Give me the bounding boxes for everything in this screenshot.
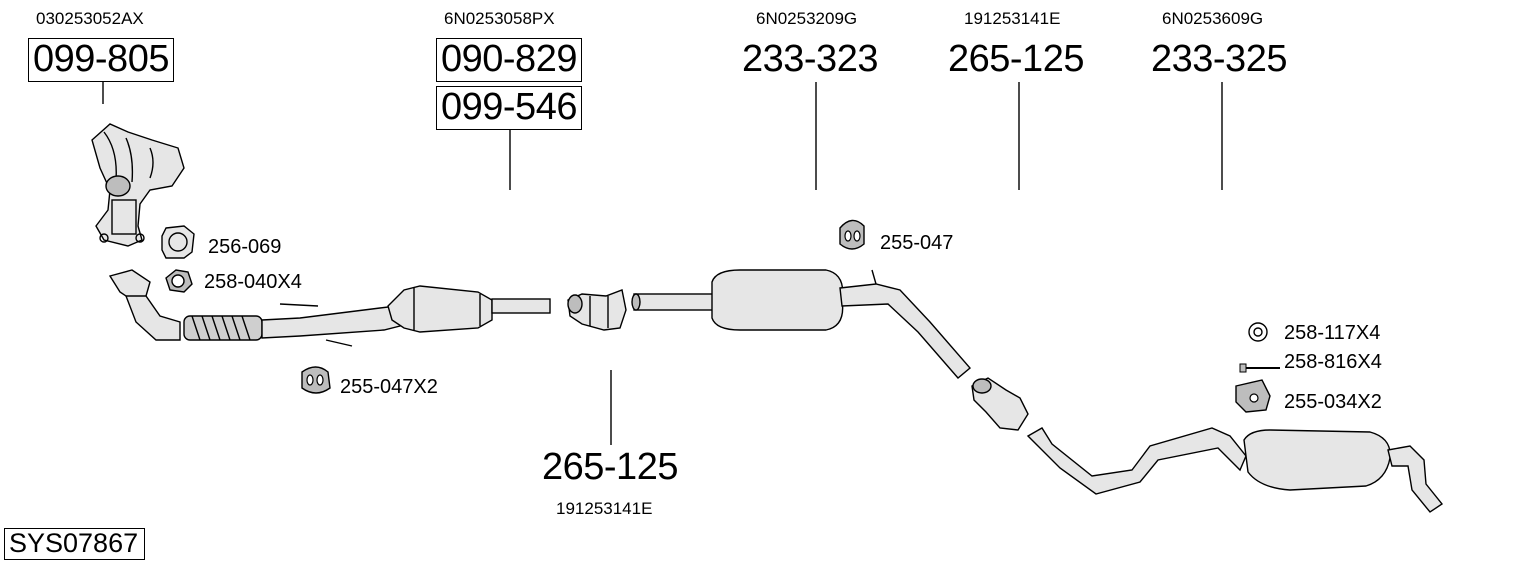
bolt-drawing bbox=[1239, 363, 1280, 373]
part-number-front-clamp[interactable]: 265-125 bbox=[542, 446, 678, 488]
oem-number-catalyst: 6N0253058PX bbox=[444, 9, 555, 28]
nut-drawing bbox=[165, 269, 193, 293]
front-mount-drawing bbox=[301, 366, 331, 394]
part-number-rear-silencer[interactable]: 233-325 bbox=[1151, 38, 1287, 80]
oem-number-middle-silencer: 6N0253209G bbox=[756, 9, 858, 28]
middle-silencer-drawing bbox=[631, 269, 971, 379]
catalytic-converter-drawing bbox=[387, 285, 551, 333]
mid-mount-drawing bbox=[839, 219, 865, 250]
accessory-mount-mid[interactable]: 255-047 bbox=[880, 232, 954, 254]
front-clamp-drawing bbox=[567, 289, 627, 331]
accessory-ring[interactable]: 258-117X4 bbox=[1284, 322, 1381, 344]
accessory-bracket[interactable]: 255-034X2 bbox=[1284, 391, 1382, 413]
part-number-rear-clamp[interactable]: 265-125 bbox=[948, 38, 1084, 80]
exhaust-manifold-drawing bbox=[91, 123, 185, 247]
accessory-mount-front[interactable]: 255-047X2 bbox=[340, 376, 438, 398]
accessory-nut[interactable]: 258-040X4 bbox=[204, 271, 302, 293]
part-number-catalyst-b[interactable]: 099-546 bbox=[436, 86, 582, 130]
accessory-gasket[interactable]: 256-069 bbox=[208, 236, 282, 258]
ring-drawing bbox=[1248, 322, 1268, 342]
front-pipe-drawing bbox=[108, 269, 401, 347]
oem-number-manifold: 030253052AX bbox=[36, 9, 144, 28]
system-code: SYS07867 bbox=[4, 528, 146, 560]
accessory-bolt[interactable]: 258-816X4 bbox=[1284, 351, 1382, 373]
part-number-manifold[interactable]: 099-805 bbox=[28, 38, 174, 82]
rear-silencer-drawing bbox=[1026, 427, 1444, 513]
bracket-drawing bbox=[1235, 379, 1271, 413]
gasket-drawing bbox=[161, 225, 195, 259]
part-number-middle-silencer[interactable]: 233-323 bbox=[742, 38, 878, 80]
rear-clamp-drawing bbox=[971, 377, 1029, 431]
oem-number-front-clamp: 191253141E bbox=[556, 499, 653, 518]
oem-number-rear-clamp: 191253141E bbox=[964, 9, 1061, 28]
oem-number-rear-silencer: 6N0253609G bbox=[1162, 9, 1264, 28]
part-number-catalyst-a[interactable]: 090-829 bbox=[436, 38, 582, 82]
